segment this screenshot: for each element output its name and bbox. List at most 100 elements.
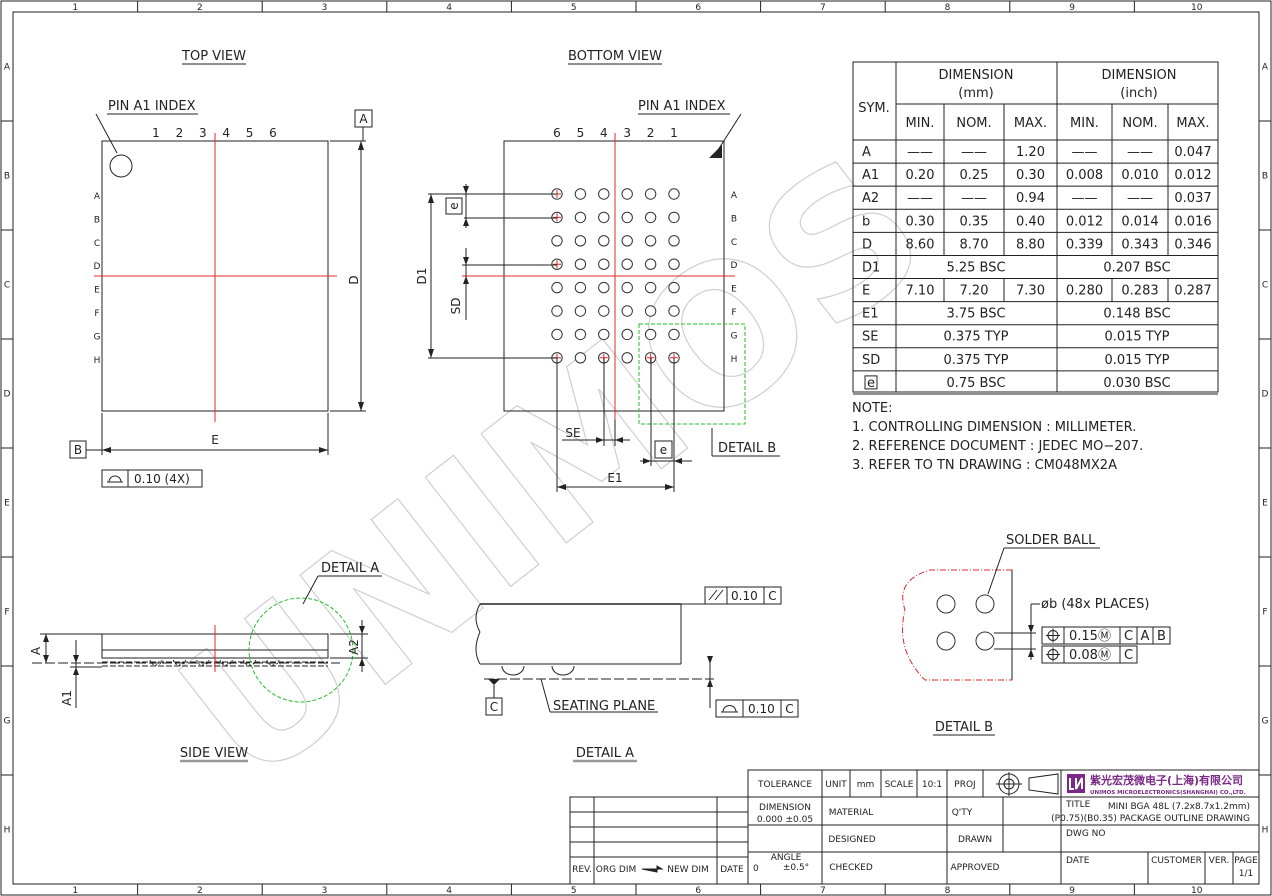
solder-ball: [598, 235, 610, 247]
solder-ball: [598, 328, 610, 341]
table-cell-inch: 0.010: [1121, 168, 1158, 183]
solder-ball: [668, 235, 680, 247]
table-subheader: NOM.: [1122, 116, 1157, 131]
grid-col-bottom: 5: [571, 886, 577, 896]
note-1: 1. CONTROLLING DIMENSION : MILLIMETER.: [852, 420, 1136, 435]
table-cell-mm-span: 0.375 TYP: [943, 330, 1008, 345]
tb-approved: APPROVED: [951, 863, 1000, 873]
table-cell-mm-span: 5.25 BSC: [946, 260, 1005, 275]
tb-scale-value: 10:1: [922, 780, 942, 790]
grid-col-bottom: 7: [820, 886, 826, 896]
table-row-sym: A1: [862, 168, 879, 183]
grid-row-right: E: [1262, 499, 1268, 509]
table-inch-header-1: DIMENSION: [1101, 68, 1176, 83]
bottom-col-number: 6: [553, 126, 561, 140]
solder-ball: [551, 305, 563, 317]
grid-row-right: B: [1262, 172, 1268, 182]
solder-ball: [574, 352, 587, 364]
pin-a1-dot: [109, 154, 133, 178]
solder-ball: [551, 281, 563, 294]
bottom-col-number: 4: [600, 126, 608, 140]
solder-ball: [621, 328, 633, 341]
bottom-row-letter: C: [731, 238, 737, 248]
parallelism-datum: C: [768, 589, 776, 603]
table-cell-inch: 0.008: [1066, 168, 1103, 183]
solder-ball: [668, 188, 680, 200]
dim-e-pitch-v: e: [447, 202, 461, 209]
tb-date: DATE: [1066, 856, 1090, 866]
solder-ball: [598, 305, 610, 317]
solder-ball: [574, 305, 587, 317]
dim-d1: D1: [415, 268, 429, 285]
solder-ball: [644, 305, 657, 317]
top-row-letter: E: [94, 286, 100, 296]
top-col-number: 1: [152, 126, 160, 140]
rev-org-dim: ORG DIM: [596, 865, 637, 875]
table-cell-inch-span: 0.015 TYP: [1104, 330, 1169, 345]
dim-e1: E1: [607, 471, 622, 485]
grid-col-top: 1: [72, 3, 78, 13]
rev-label: REV.: [572, 865, 592, 875]
fcf2-datum-c: C: [1124, 648, 1133, 663]
detail-b-title: DETAIL B: [935, 720, 993, 735]
note-2: 2. REFERENCE DOCUMENT : JEDEC MO−207.: [852, 439, 1143, 454]
bottom-col-number: 3: [623, 126, 631, 140]
table-cell-mm-span: 3.75 BSC: [946, 307, 1005, 322]
datum-b-box: B: [74, 443, 82, 457]
bottom-col-number: 2: [647, 126, 655, 140]
table-cell-mm: ——: [907, 191, 933, 206]
solder-ball: [668, 281, 680, 294]
table-row-sym: D1: [862, 260, 880, 275]
grid-col-bottom: 2: [197, 886, 203, 896]
detail-b: DETAIL B SOLDER BALL øb (48x PLACES) 0.1…: [902, 533, 1171, 736]
bottom-row-letter: D: [731, 261, 738, 271]
tb-tolerance: TOLERANCE: [757, 780, 812, 790]
grid-row-right: D: [1262, 390, 1269, 400]
table-cell-mm: 0.35: [960, 214, 989, 229]
top-pin-a1-label: PIN A1 INDEX: [108, 99, 196, 114]
table-subheader: MIN.: [1070, 116, 1099, 131]
grid-row-right: F: [1262, 608, 1267, 618]
datum-a-box: A: [359, 112, 368, 126]
top-view-title: TOP VIEW: [181, 49, 246, 64]
grid-row-right: H: [1262, 826, 1269, 836]
tb-unit: UNIT: [825, 780, 847, 790]
top-dim-d: D: [347, 275, 361, 284]
grid-col-bottom: 6: [695, 886, 701, 896]
tb-dwg-no: DWG NO: [1066, 829, 1105, 839]
table-row-sym: SE: [862, 330, 878, 345]
grid-row-right: A: [1262, 63, 1269, 73]
tb-dimension: DIMENSION: [759, 803, 811, 813]
grid-col-top: 8: [945, 3, 951, 13]
tb-title-label: TITLE: [1065, 800, 1091, 810]
rev-arrow-icon: [641, 865, 664, 873]
table-cell-mm-span: 0.375 TYP: [943, 353, 1008, 368]
table-cell-mm: 0.40: [1016, 214, 1045, 229]
rev-new-dim: NEW DIM: [667, 865, 709, 875]
coplanarity-datum: C: [785, 702, 793, 716]
tb-page: PAGE: [1234, 856, 1258, 866]
table-cell-inch: 0.047: [1174, 145, 1211, 160]
solder-ball: [621, 258, 633, 270]
table-row-sym: b: [862, 214, 870, 229]
solder-ball: [574, 281, 587, 294]
table-cell-inch: 0.012: [1066, 214, 1103, 229]
grid-col-top: 9: [1069, 3, 1075, 13]
grid-row-left: E: [4, 499, 10, 509]
dim-se: SE: [565, 426, 580, 440]
table-cell-inch: 0.012: [1174, 168, 1211, 183]
solder-ball: [621, 352, 633, 364]
tb-angle-tol: ±0.5°: [783, 863, 809, 873]
grid-row-left: C: [4, 281, 10, 291]
top-row-letter: C: [94, 239, 100, 249]
dim-e-pitch-h: e: [660, 443, 667, 457]
table-row-sym: SD: [862, 353, 880, 368]
tb-drawn: DRAWN: [958, 835, 992, 845]
solder-ball: [668, 211, 680, 224]
company-logo-icon: [1067, 774, 1085, 793]
grid-col-bottom: 10: [1191, 886, 1203, 896]
solder-ball: [574, 235, 587, 247]
notes: NOTE: 1. CONTROLLING DIMENSION : MILLIME…: [852, 401, 1143, 473]
